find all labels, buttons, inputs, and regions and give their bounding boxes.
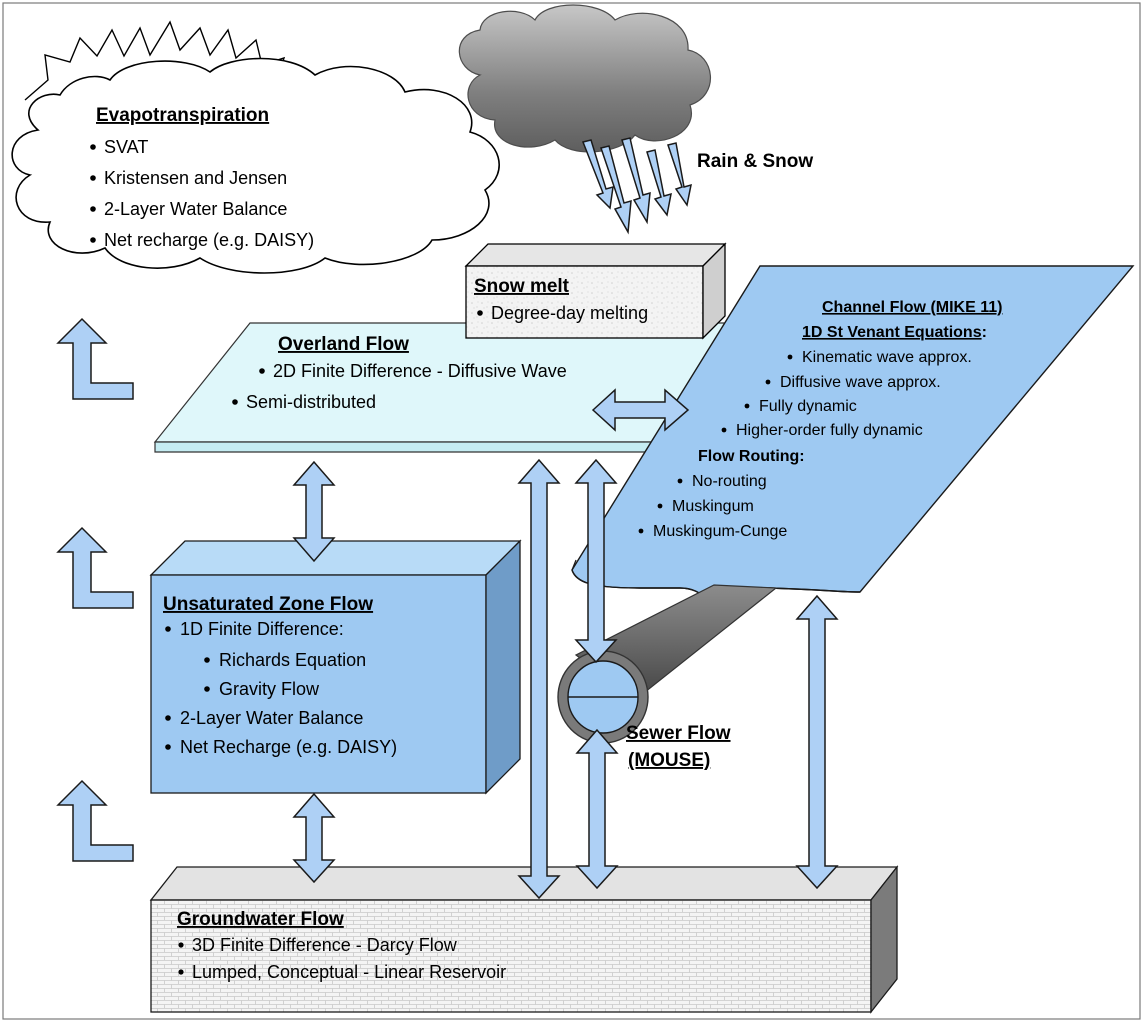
unsaturated-zone-item: Net Recharge (e.g. DAISY) [180, 737, 397, 757]
channel-flow-item: Kinematic wave approx. [802, 349, 972, 366]
bullet-icon [232, 399, 238, 405]
overland-flow-item: 2D Finite Difference - Diffusive Wave [273, 361, 567, 381]
flow-routing-item: No-routing [692, 473, 767, 490]
rain-arrows [581, 137, 692, 235]
groundwater-item: Lumped, Conceptual - Linear Reservoir [192, 962, 506, 982]
bullet-icon [677, 478, 683, 484]
rain-arrow-icon [581, 139, 614, 210]
unsaturated-zone-box [149, 539, 522, 795]
bullet-icon [165, 626, 171, 632]
bullet-icon [178, 942, 184, 948]
bullet-icon [765, 379, 771, 385]
evapotranspiration-item: 2-Layer Water Balance [104, 199, 287, 219]
snow-melt-item: Degree-day melting [491, 303, 648, 323]
channel-flow-item: Fully dynamic [759, 398, 857, 415]
snow-melt-title: Snow melt [474, 276, 570, 297]
bullet-icon [787, 354, 793, 360]
channel-flow-subtitle: 1D St Venant Equations: [802, 324, 987, 341]
groundwater-box [149, 865, 899, 1014]
unsaturated-zone-item: Gravity Flow [219, 679, 320, 699]
rain-arrow-icon [646, 149, 672, 217]
bullet-icon [90, 237, 96, 243]
bullet-icon [638, 528, 644, 534]
rain-arrow-icon [600, 145, 632, 235]
sewer-flow-title: Sewer Flow [626, 723, 731, 744]
bullet-icon [90, 206, 96, 212]
evapotranspiration-item: Kristensen and Jensen [104, 168, 287, 188]
bullet-icon [477, 310, 483, 316]
overland-groundwater-arrow-icon [517, 458, 561, 900]
channel-flow-item: Higher-order fully dynamic [736, 422, 923, 439]
channel-groundwater-arrow-icon [795, 594, 839, 890]
groundwater-title: Groundwater Flow [177, 909, 344, 930]
bullet-icon [178, 969, 184, 975]
channel-flow-title: Channel Flow (MIKE 11) [822, 299, 1002, 316]
evapotranspiration-list: SVAT Kristensen and Jensen 2-Layer Water… [90, 137, 314, 250]
flow-routing-item: Muskingum [672, 498, 754, 515]
bullet-icon [165, 744, 171, 750]
unsaturated-zone-item: Richards Equation [219, 650, 366, 670]
overland-unsat-arrow-icon [292, 460, 336, 563]
unsaturated-zone-item: 2-Layer Water Balance [180, 708, 363, 728]
overland-flow-item: Semi-distributed [246, 392, 376, 412]
bullet-icon [657, 503, 663, 509]
bullet-icon [90, 175, 96, 181]
sewer-pipe [557, 584, 778, 744]
bullet-icon [259, 368, 265, 374]
bullet-icon [90, 144, 96, 150]
left-up-arrow-icon [56, 317, 134, 400]
bullet-icon [204, 657, 210, 663]
overland-channel-arrow-icon [591, 388, 690, 432]
overland-sewer-arrow-icon [574, 458, 618, 664]
rain-arrow-icon [621, 137, 651, 225]
unsaturated-zone-title: Unsaturated Zone Flow [163, 594, 373, 615]
snow-melt-box [464, 242, 727, 340]
bullet-icon [165, 715, 171, 721]
sewer-flow-subtitle: (MOUSE) [628, 750, 710, 771]
overland-flow-title: Overland Flow [278, 334, 409, 355]
channel-flow-item: Diffusive wave approx. [780, 374, 941, 391]
groundwater-item: 3D Finite Difference - Darcy Flow [192, 935, 458, 955]
left-up-arrow-icon [56, 779, 134, 862]
unsat-groundwater-arrow-icon [292, 792, 336, 884]
evapotranspiration-item: SVAT [104, 137, 148, 157]
bullet-icon [744, 403, 750, 409]
rain-arrow-icon [667, 142, 692, 207]
unsaturated-zone-item: 1D Finite Difference: [180, 619, 344, 639]
left-up-arrow-icon [56, 526, 134, 609]
flow-routing-subtitle: Flow Routing: [698, 448, 805, 465]
sewer-groundwater-arrow-icon [575, 728, 619, 890]
rain-cloud-icon [458, 4, 711, 153]
rain-snow-label: Rain & Snow [697, 151, 813, 172]
bullet-icon [721, 427, 727, 433]
evapotranspiration-cloud [11, 57, 500, 274]
flow-routing-item: Muskingum-Cunge [653, 523, 787, 540]
bullet-icon [204, 686, 210, 692]
evapotranspiration-title: Evapotranspiration [96, 105, 269, 126]
evapotranspiration-item: Net recharge (e.g. DAISY) [104, 230, 314, 250]
